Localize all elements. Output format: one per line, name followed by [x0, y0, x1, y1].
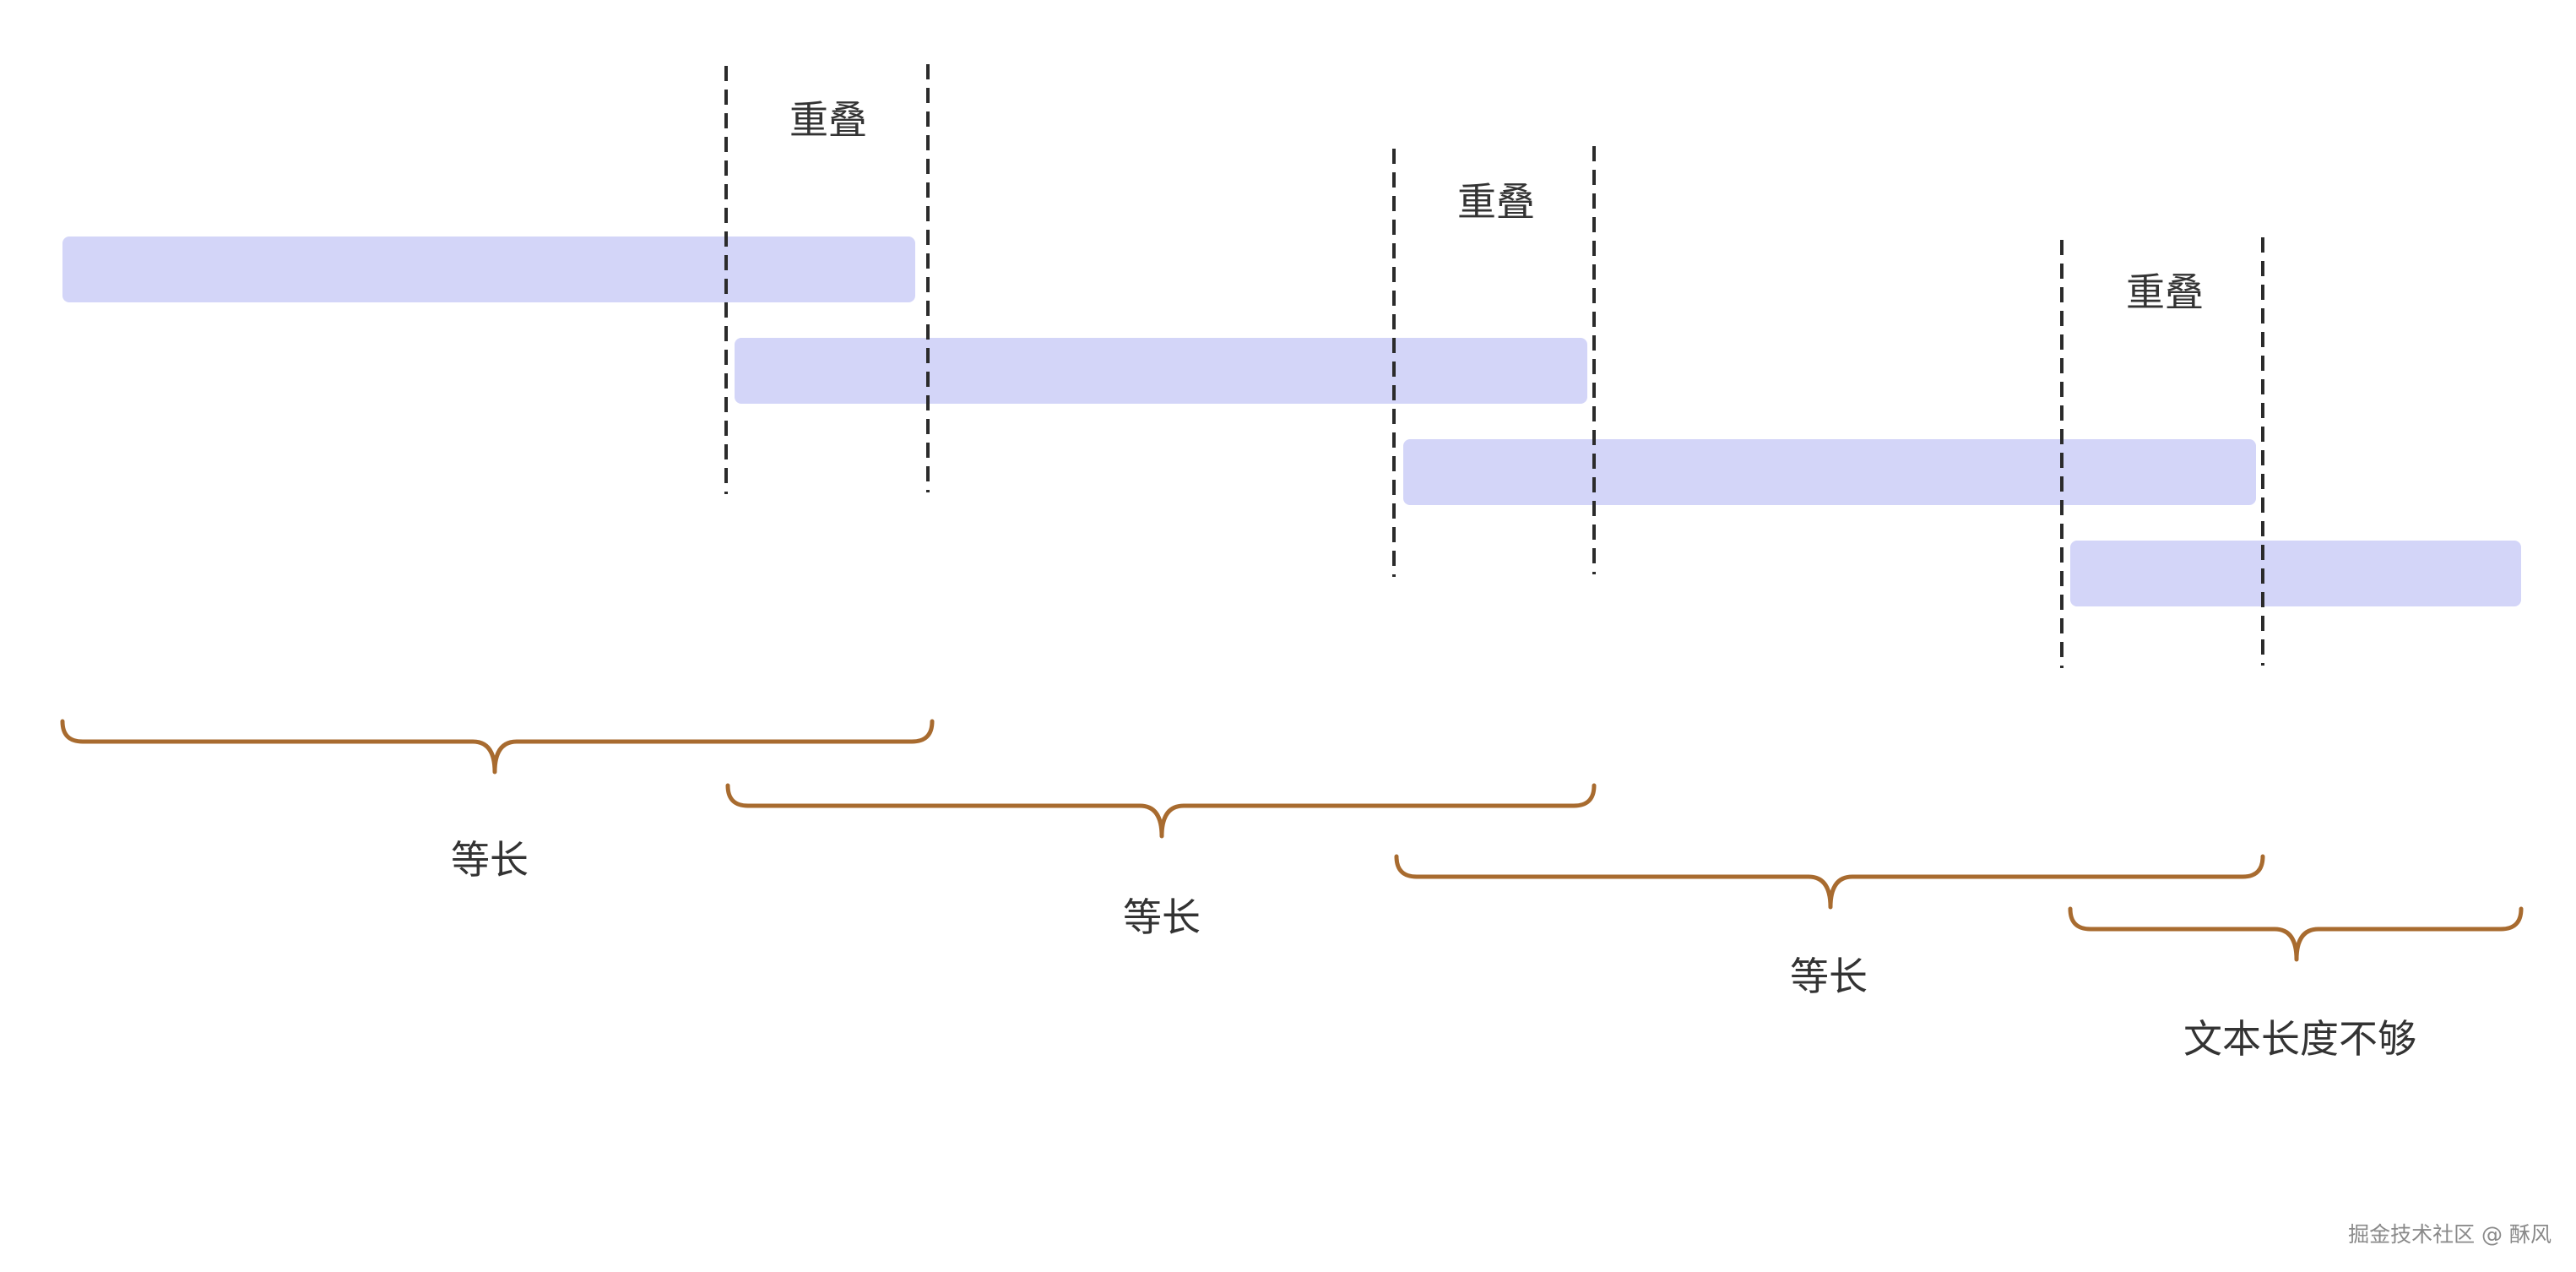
chunk-bar-2	[735, 338, 1587, 404]
overlap-2-label: 重叠	[1457, 179, 1535, 225]
curly-brace-1	[60, 719, 935, 775]
overlap-3-label: 重叠	[2126, 269, 2204, 315]
curly-brace-4	[2068, 906, 2524, 962]
overlap-region-3: 重叠	[2060, 237, 2264, 668]
chunk-bar-4	[2070, 541, 2521, 606]
chunk-bar-1	[62, 236, 915, 302]
overlap-region-2: 重叠	[1392, 146, 1596, 577]
chunk-bar-3	[1403, 439, 2256, 505]
length-brace-2: 等长	[725, 783, 1597, 940]
length-label-2: 等长	[1123, 894, 1201, 940]
length-brace-1: 等长	[60, 719, 935, 883]
length-label-3: 等长	[1790, 954, 1868, 999]
length-label-1: 等长	[451, 837, 529, 883]
overlap-1-label: 重叠	[789, 97, 867, 143]
length-brace-4: 文本长度不够	[2068, 906, 2524, 1062]
length-label-4: 文本长度不够	[2183, 1016, 2416, 1062]
overlap-region-1: 重叠	[724, 64, 930, 494]
curly-brace-3	[1394, 854, 2265, 910]
length-brace-3: 等长	[1394, 854, 2265, 999]
curly-brace-2	[725, 783, 1597, 839]
watermark-text: 掘金技术社区 @ 酥风	[2348, 1222, 2552, 1247]
